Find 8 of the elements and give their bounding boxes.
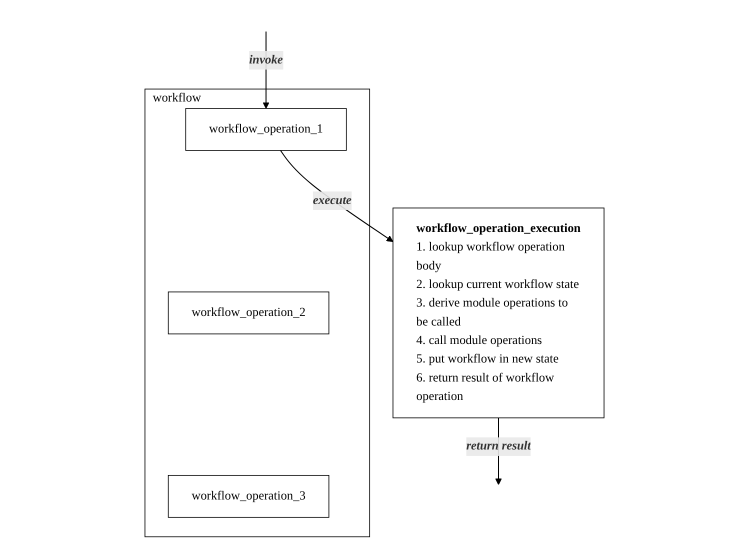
node-box: workflow_operation_2 — [168, 292, 330, 334]
edge-label: return result — [466, 440, 531, 453]
node-box: workflow_operation_1 — [185, 108, 347, 151]
node-box: workflow_operation_3 — [168, 474, 330, 518]
edge-label: invoke — [249, 53, 283, 67]
node-box: workflow_operation_execution 1. lookup workflow operation body 2. lookup current workflow state 3. derive module operations to be called 4. call module operations 5. put workflow in new state 6. return result of workflow operation — [392, 208, 604, 418]
edge-label: execute — [312, 194, 352, 207]
arrow — [280, 150, 394, 242]
